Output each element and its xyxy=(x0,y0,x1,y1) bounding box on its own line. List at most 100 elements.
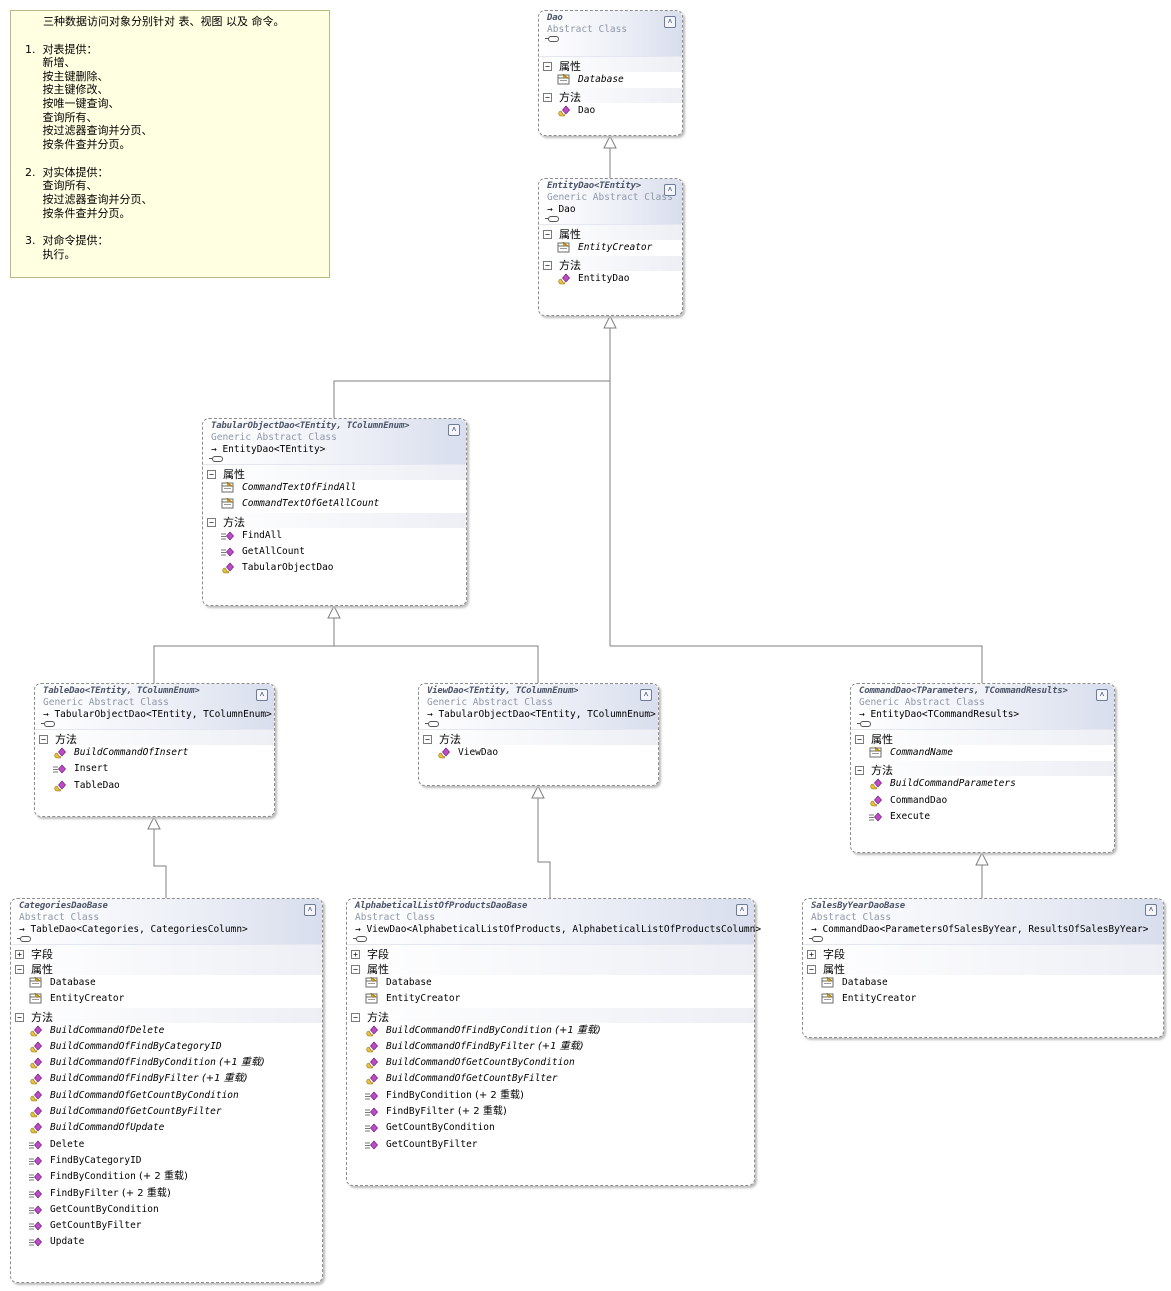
member-row[interactable]: Database xyxy=(539,72,682,88)
member-row[interactable]: EntityDao xyxy=(539,271,682,287)
member-row[interactable]: CommandTextOfGetAllCount xyxy=(203,496,466,512)
collapse-section-icon[interactable]: − xyxy=(15,1012,24,1022)
section-header[interactable]: +字段 xyxy=(347,945,754,961)
collapse-section-icon[interactable]: − xyxy=(543,261,552,271)
member-row[interactable]: FindByCategoryID xyxy=(11,1153,322,1169)
member-row[interactable]: BuildCommandParameters xyxy=(851,776,1114,792)
class-box-tabular-object-dao[interactable]: TabularObjectDao<TEntity, TColumnEnum>Ge… xyxy=(202,418,467,606)
collapse-section-icon[interactable]: − xyxy=(543,230,552,239)
collapse-section-icon[interactable]: − xyxy=(351,965,360,974)
collapse-icon[interactable]: ˄ xyxy=(736,904,748,916)
collapse-icon[interactable]: ˄ xyxy=(664,16,676,28)
class-box-command-dao[interactable]: CommandDao<TParameters, TCommandResults>… xyxy=(850,683,1115,853)
member-row[interactable]: FindByCondition (+ 2 重载) xyxy=(11,1169,322,1185)
class-box-view-dao[interactable]: ViewDao<TEntity, TColumnEnum>Generic Abs… xyxy=(418,683,659,786)
expand-icon[interactable]: + xyxy=(807,950,816,959)
member-row[interactable]: EntityCreator xyxy=(347,991,754,1007)
member-row[interactable]: GetCountByFilter xyxy=(11,1218,322,1234)
collapse-icon[interactable]: ˄ xyxy=(1096,689,1108,701)
member-row[interactable]: TabularObjectDao xyxy=(203,560,466,576)
section-header[interactable]: −方法 xyxy=(35,730,274,746)
member-row[interactable]: CommandName xyxy=(851,745,1114,761)
class-header[interactable]: EntityDao<TEntity>Generic Abstract Class… xyxy=(539,179,682,225)
class-box-table-dao[interactable]: TableDao<TEntity, TColumnEnum>Generic Ab… xyxy=(34,683,275,817)
section-header[interactable]: −属性 xyxy=(803,960,1163,976)
class-header[interactable]: ViewDao<TEntity, TColumnEnum>Generic Abs… xyxy=(419,684,658,730)
member-row[interactable]: FindAll xyxy=(203,528,466,544)
collapse-section-icon[interactable]: − xyxy=(543,93,552,103)
section-header[interactable]: −属性 xyxy=(203,465,466,481)
collapse-icon[interactable]: ˄ xyxy=(448,424,460,436)
section-header[interactable]: −方法 xyxy=(539,256,682,272)
member-row[interactable]: FindByCondition (+ 2 重载) xyxy=(347,1088,754,1104)
member-row[interactable]: Database xyxy=(803,975,1163,991)
class-box-entity-dao[interactable]: EntityDao<TEntity>Generic Abstract Class… xyxy=(538,178,683,316)
collapse-section-icon[interactable]: − xyxy=(543,62,552,71)
member-row[interactable]: Update xyxy=(11,1234,322,1250)
section-header[interactable]: −方法 xyxy=(347,1007,754,1024)
section-header[interactable]: −方法 xyxy=(851,761,1114,777)
collapse-icon[interactable]: ˄ xyxy=(664,184,676,196)
collapse-section-icon[interactable]: − xyxy=(855,735,864,744)
section-header[interactable]: −属性 xyxy=(539,225,682,241)
member-row[interactable]: CommandDao xyxy=(851,793,1114,809)
collapse-icon[interactable]: ˄ xyxy=(304,904,316,916)
class-header[interactable]: TableDao<TEntity, TColumnEnum>Generic Ab… xyxy=(35,684,274,730)
member-row[interactable]: BuildCommandOfFindByCategoryID xyxy=(11,1039,322,1055)
section-header[interactable]: −属性 xyxy=(347,960,754,976)
member-row[interactable]: EntityCreator xyxy=(803,991,1163,1007)
member-row[interactable]: GetCountByFilter xyxy=(347,1137,754,1153)
expand-icon[interactable]: + xyxy=(351,950,360,959)
member-row[interactable]: Execute xyxy=(851,809,1114,825)
member-row[interactable]: GetAllCount xyxy=(203,544,466,560)
member-row[interactable]: EntityCreator xyxy=(11,991,322,1007)
member-row[interactable]: BuildCommandOfGetCountByFilter xyxy=(347,1071,754,1087)
member-row[interactable]: GetCountByCondition xyxy=(11,1202,322,1218)
section-header[interactable]: −方法 xyxy=(419,730,658,746)
member-row[interactable]: BuildCommandOfFindByFilter (+1 重载) xyxy=(347,1039,754,1055)
member-row[interactable]: Database xyxy=(11,975,322,991)
section-header[interactable]: −方法 xyxy=(11,1007,322,1024)
member-row[interactable]: FindByFilter (+ 2 重载) xyxy=(347,1104,754,1120)
member-row[interactable]: BuildCommandOfGetCountByCondition xyxy=(347,1055,754,1071)
collapse-section-icon[interactable]: − xyxy=(423,735,432,744)
section-header[interactable]: +字段 xyxy=(11,945,322,961)
section-header[interactable]: −方法 xyxy=(203,512,466,529)
member-row[interactable]: Database xyxy=(347,975,754,991)
member-row[interactable]: EntityCreator xyxy=(539,240,682,256)
member-row[interactable]: GetCountByCondition xyxy=(347,1120,754,1136)
collapse-icon[interactable]: ˄ xyxy=(640,689,652,701)
collapse-icon[interactable]: ˄ xyxy=(1145,904,1157,916)
member-row[interactable]: BuildCommandOfUpdate xyxy=(11,1120,322,1136)
member-row[interactable]: BuildCommandOfDelete xyxy=(11,1023,322,1039)
collapse-icon[interactable]: ˄ xyxy=(256,689,268,701)
member-row[interactable]: TableDao xyxy=(35,778,274,794)
section-header[interactable]: −属性 xyxy=(539,57,682,73)
class-header[interactable]: CommandDao<TParameters, TCommandResults>… xyxy=(851,684,1114,730)
class-header[interactable]: TabularObjectDao<TEntity, TColumnEnum>Ge… xyxy=(203,419,466,465)
section-header[interactable]: −属性 xyxy=(11,960,322,976)
collapse-section-icon[interactable]: − xyxy=(15,965,24,974)
member-row[interactable]: BuildCommandOfFindByCondition (+1 重载) xyxy=(347,1023,754,1039)
collapse-section-icon[interactable]: − xyxy=(855,766,864,776)
member-row[interactable]: Dao xyxy=(539,103,682,119)
member-row[interactable]: ViewDao xyxy=(419,745,658,761)
member-row[interactable]: BuildCommandOfFindByFilter (+1 重载) xyxy=(11,1071,322,1087)
member-row[interactable]: BuildCommandOfGetCountByFilter xyxy=(11,1104,322,1120)
collapse-section-icon[interactable]: − xyxy=(39,735,48,744)
section-header[interactable]: −属性 xyxy=(851,730,1114,746)
member-row[interactable]: Insert xyxy=(35,761,274,777)
expand-icon[interactable]: + xyxy=(15,950,24,959)
collapse-section-icon[interactable]: − xyxy=(807,965,816,974)
section-header[interactable]: −方法 xyxy=(539,88,682,104)
member-row[interactable]: BuildCommandOfFindByCondition (+1 重载) xyxy=(11,1055,322,1071)
member-row[interactable]: CommandTextOfFindAll xyxy=(203,480,466,496)
